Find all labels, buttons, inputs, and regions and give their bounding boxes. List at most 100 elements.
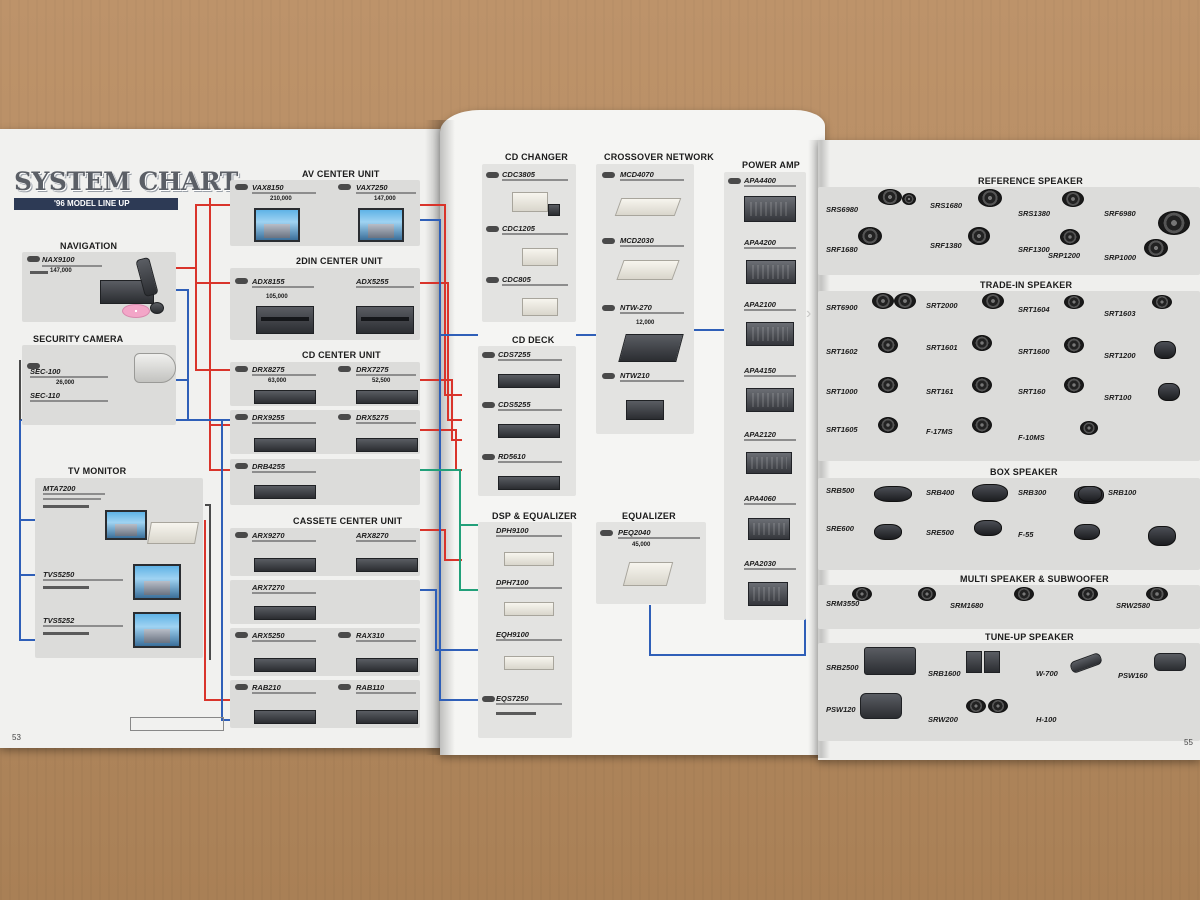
security-camera-image: [134, 353, 176, 383]
spec-line: [356, 540, 416, 542]
page-number-left: 53: [12, 733, 21, 742]
item-f10ms: F-10MS: [1018, 433, 1045, 442]
panel-tv-monitor: MTA7200 TVS5250 TVS5252: [35, 478, 203, 658]
badge: [482, 402, 495, 408]
badge: [338, 684, 351, 690]
item-srt1605: SRT1605: [826, 425, 858, 434]
panel-cd-changer: CDC3805 CDC1205 CDC805: [482, 164, 576, 322]
box-speaker-image: [972, 484, 1008, 502]
tv-monitor-image: [105, 510, 147, 540]
badge: [235, 366, 248, 372]
rd5610-image: [498, 476, 560, 490]
apa4200-image: [746, 260, 796, 284]
price-adx8155: 105,000: [266, 294, 288, 300]
panel-2din-center: ADX8155 105,000 ADX5255: [230, 268, 420, 340]
spec-line: [502, 179, 568, 181]
speaker-image: [968, 227, 990, 245]
spec-line: [252, 471, 316, 473]
badge: [728, 178, 741, 184]
box-speaker-image: [1078, 486, 1102, 502]
item-srm3550: SRM3550: [826, 599, 860, 608]
item-sec100: SEC-100: [30, 367, 61, 376]
heading-cd-deck: CD DECK: [512, 335, 555, 345]
spec-line: [620, 312, 684, 314]
item-dph9100: DPH9100: [496, 526, 529, 535]
footnote-box: [130, 717, 224, 731]
ntw210-image: [626, 400, 664, 420]
drx7275-image: [356, 390, 418, 404]
heading-crossover-network: CROSSOVER NETWORK: [604, 152, 714, 162]
speaker-image: [858, 227, 882, 245]
subwoofer-image: [860, 693, 902, 719]
speaker-image: [966, 699, 986, 713]
item-f55: F-55: [1018, 530, 1034, 539]
badge: [482, 352, 495, 358]
item-eqs7250: EQS7250: [496, 694, 529, 703]
badge: [600, 530, 613, 536]
item-tvs5250: TVS5250: [43, 570, 75, 579]
adx8155-image: [256, 306, 314, 334]
heading-tune-up-speaker: TUNE-UP SPEAKER: [985, 632, 1074, 642]
speaker-image: [1064, 295, 1084, 309]
speaker-image: [894, 293, 916, 309]
item-srb500: SRB500: [826, 486, 855, 495]
system-chart-title: SYSTEM CHART '96 MODEL LINE UP: [14, 167, 238, 210]
item-srt1200: SRT1200: [1104, 351, 1136, 360]
magazine-image: [548, 204, 560, 216]
speaker-image: [1064, 337, 1084, 353]
speaker-image: [902, 193, 916, 205]
item-drx5275: DRX5275: [356, 413, 389, 422]
speaker-image: [984, 651, 1000, 673]
badge: [235, 532, 248, 538]
item-srt2000: SRT2000: [926, 301, 958, 310]
spec-line: [252, 286, 314, 288]
spec-line: [356, 640, 416, 642]
spec-line: [356, 692, 416, 694]
drb4255-image: [254, 485, 316, 499]
spec-line: [42, 265, 102, 267]
badge: [338, 414, 351, 420]
badge: [235, 684, 248, 690]
item-srm1680: SRM1680: [950, 601, 984, 610]
title-main: SYSTEM CHART: [14, 167, 238, 196]
speaker-image: [1152, 295, 1172, 309]
dph9100-image: [504, 552, 554, 566]
cdc1205-image: [522, 248, 558, 266]
item-srt1000: SRT1000: [826, 387, 858, 396]
rab110-image: [356, 710, 418, 724]
spec-line: [744, 375, 796, 377]
price-sec100: 26,000: [56, 380, 75, 386]
item-apa2120: APA2120: [744, 430, 776, 439]
item-ntw210: NTW210: [620, 371, 650, 380]
speaker-image: [1068, 651, 1104, 675]
arx9270-image: [254, 558, 316, 572]
item-srf1380: SRF1380: [930, 241, 962, 250]
speaker-image: [872, 293, 894, 309]
panel-cd-center-row1: DRX8275 63,000 DRX7275 52,500: [230, 362, 420, 406]
spec-line: [252, 640, 316, 642]
spec-line: [43, 498, 101, 500]
item-dph7100: DPH7100: [496, 578, 529, 587]
rab210-image: [254, 710, 316, 724]
heading-cd-changer: CD CHANGER: [505, 152, 569, 162]
panel-navigation: NAX9100 147,000: [22, 252, 176, 322]
item-tvs5252: TVS5252: [43, 616, 75, 625]
price-ntw270: 12,000: [636, 320, 655, 326]
spec-line: [744, 185, 796, 187]
item-apa2100: APA2100: [744, 300, 776, 309]
item-rab210: RAB210: [252, 683, 281, 692]
speaker-image: [988, 699, 1008, 713]
item-sre600: SRE600: [826, 524, 854, 533]
item-srb100: SRB100: [1108, 488, 1137, 497]
item-vax7250: VAX7250: [356, 183, 388, 192]
item-arx8270: ARX8270: [356, 531, 389, 540]
drx9255-image: [254, 438, 316, 452]
spec-line: [744, 568, 796, 570]
heading-2din-center: 2DIN CENTER UNIT: [296, 256, 383, 266]
speaker-image: [978, 189, 1002, 207]
badge: [235, 632, 248, 638]
spec-line: [502, 233, 568, 235]
spec-line: [744, 439, 796, 441]
item-f17ms: F-17MS: [926, 427, 953, 436]
